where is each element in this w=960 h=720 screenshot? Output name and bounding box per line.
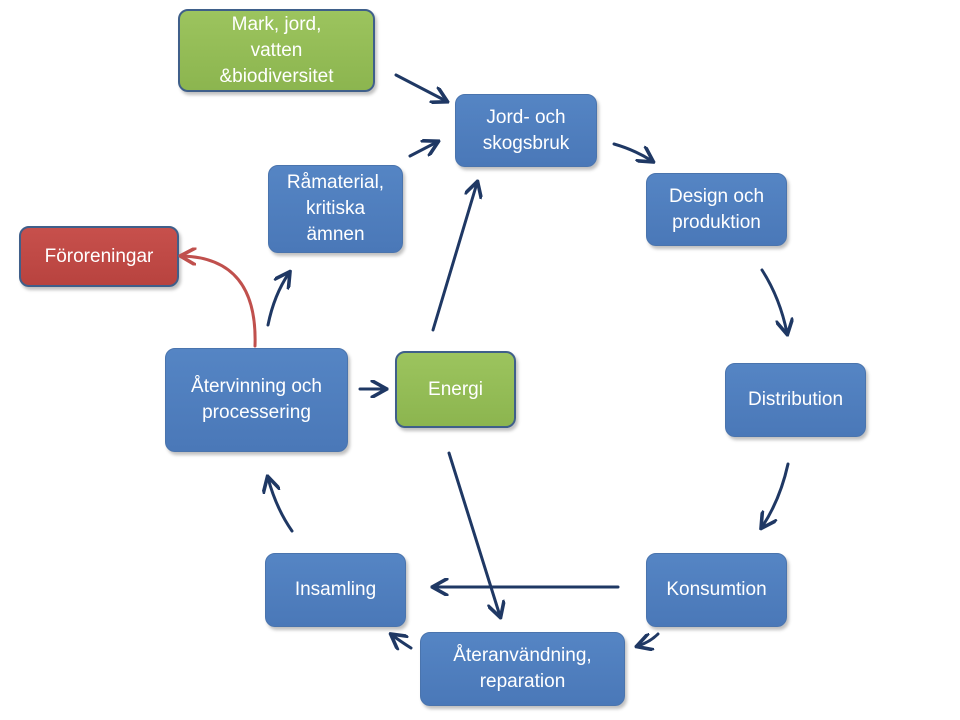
arrow-energi-to-ateranvandning	[447, 451, 500, 616]
arrow-design-to-distribution	[760, 268, 787, 333]
node-ramaterial-kritiska-amnen: Råmaterial, kritiska ämnen	[268, 165, 403, 253]
arrow-mark-to-jord	[394, 73, 446, 101]
arrow-energi-to-jord	[431, 183, 477, 332]
arrow-jord-to-design	[612, 142, 652, 161]
node-design-och-produktion: Design och produktion	[646, 173, 787, 246]
node-fororeningar: Föroreningar	[19, 226, 179, 287]
node-insamling: Insamling	[265, 553, 406, 627]
arrow-ramaterial-to-jord	[408, 142, 437, 158]
node-mark-jord-vatten: Mark, jord, vatten &biodiversitet	[178, 9, 375, 92]
arrow-konsumtion-to-ateranvandning	[638, 632, 660, 646]
node-distribution: Distribution	[725, 363, 866, 437]
node-energi: Energi	[395, 351, 516, 428]
arrow-distribution-to-konsumtion	[762, 462, 790, 527]
node-jord-och-skogsbruk: Jord- och skogsbruk	[455, 94, 597, 167]
node-ateranvandning-reparation: Återanvändning, reparation	[420, 632, 625, 706]
node-atervinning-och-processering: Återvinning och processering	[165, 348, 348, 452]
arrow-atervinning-to-ramaterial	[266, 273, 289, 327]
node-konsumtion: Konsumtion	[646, 553, 787, 627]
arrow-ateranvandning-to-insamling	[392, 635, 413, 648]
arrow-atervinning-to-fororeningar	[182, 256, 257, 348]
arrow-insamling-to-atervinning	[268, 478, 294, 533]
